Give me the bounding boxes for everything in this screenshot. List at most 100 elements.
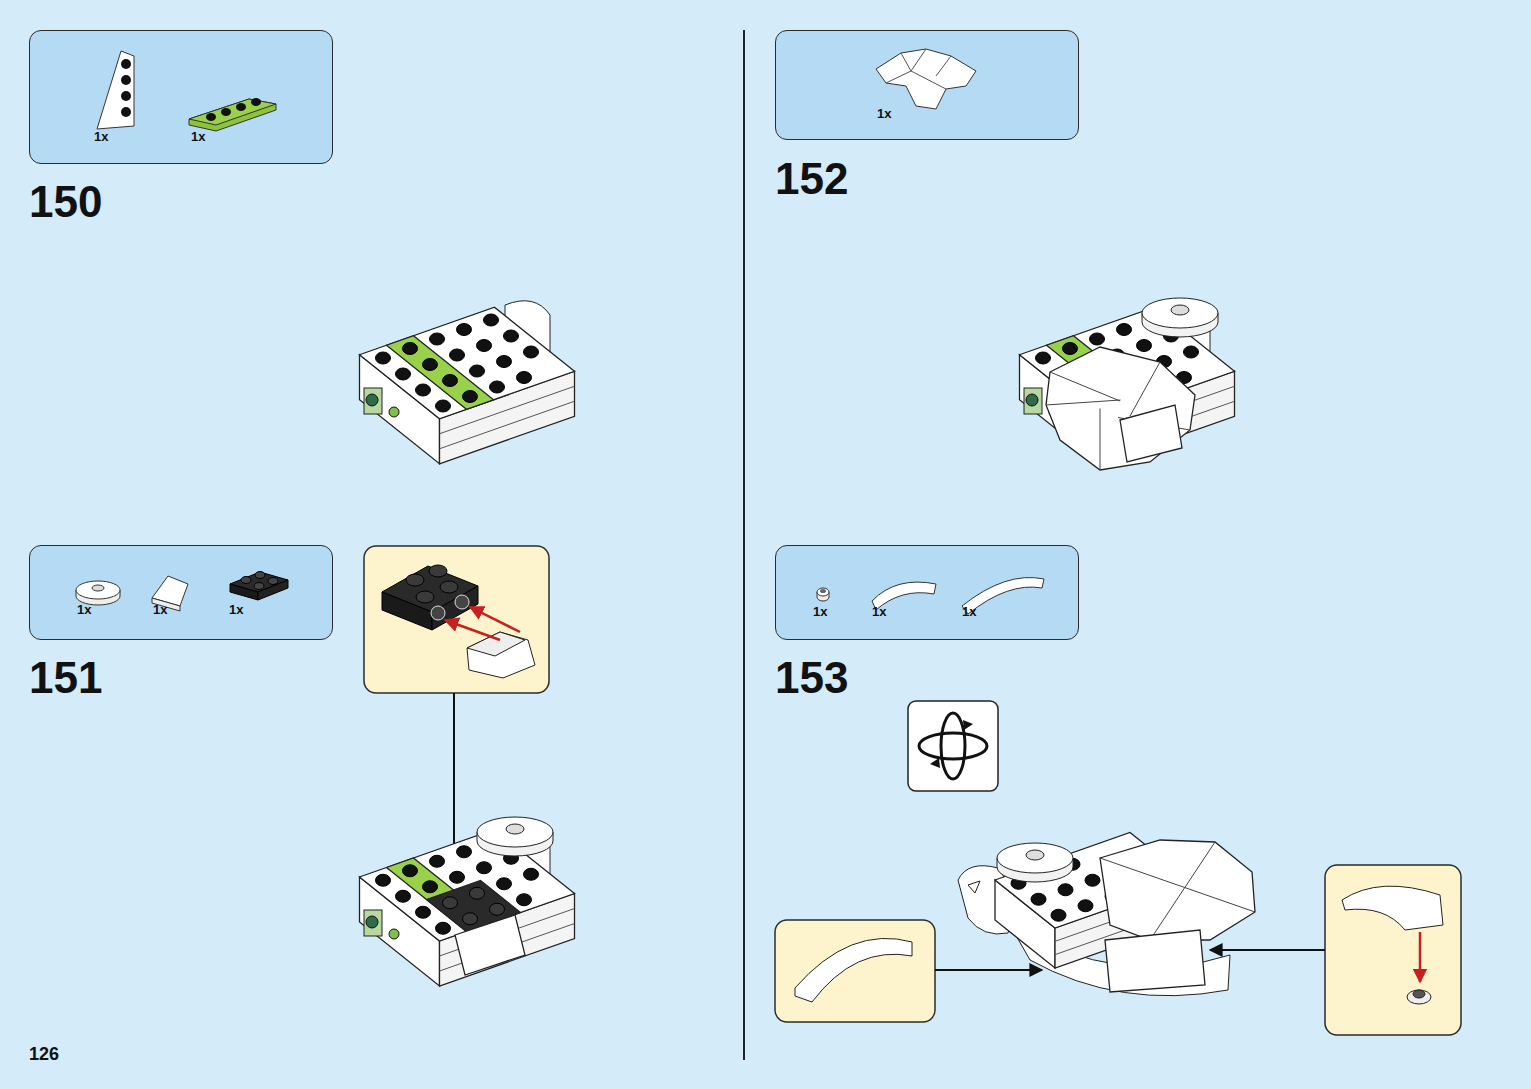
part-quantity: 1x	[962, 605, 976, 618]
stud	[416, 384, 431, 396]
parts-list-box: 1x 1x	[29, 30, 333, 164]
stud	[1036, 352, 1051, 364]
stud	[443, 375, 458, 387]
side-clip	[364, 388, 382, 414]
rock-facet	[1100, 858, 1178, 885]
drawing-part	[429, 565, 447, 577]
stud	[430, 333, 445, 345]
stud	[376, 352, 391, 364]
stud	[430, 855, 445, 867]
bracket-piece	[968, 881, 980, 893]
round-tile	[1171, 305, 1189, 315]
parts-list-box: 1x	[775, 30, 1079, 140]
drawing-part	[886, 49, 951, 89]
drawing-part	[455, 595, 469, 609]
drawing-part	[121, 59, 131, 69]
drawing-part	[189, 99, 276, 131]
part-icons	[776, 546, 1080, 641]
callout-box	[364, 546, 549, 693]
drawing-part	[467, 632, 535, 678]
drawing-part	[254, 583, 264, 590]
stud	[470, 365, 485, 377]
round-plate	[1413, 990, 1425, 998]
part-icons	[776, 31, 1080, 141]
stud	[396, 890, 411, 902]
stud	[416, 906, 431, 918]
drawing-part	[470, 607, 520, 632]
stud	[1058, 884, 1073, 896]
slope-brick	[1105, 930, 1205, 992]
part-quantity: 1x	[191, 130, 205, 143]
stud	[436, 922, 451, 934]
drawing-part	[251, 98, 261, 106]
leader-arrow	[1210, 949, 1325, 951]
stud	[490, 903, 505, 915]
stud	[450, 871, 465, 883]
stud	[1031, 893, 1046, 905]
rotate-icon	[930, 720, 973, 768]
parts-list-box: 1x1x1x	[29, 545, 333, 640]
drawing-part	[268, 578, 278, 585]
stud	[477, 340, 492, 352]
side-clip	[366, 394, 378, 406]
stud	[1090, 333, 1105, 345]
brick-top	[360, 830, 575, 942]
stud	[463, 913, 478, 925]
drawing-part	[221, 108, 231, 116]
rock-facet	[1130, 362, 1160, 416]
drawing-part	[406, 574, 424, 586]
rotate-icon	[919, 733, 987, 759]
brick-top	[360, 307, 575, 419]
drawing-part	[817, 588, 829, 596]
curved-slope	[1342, 886, 1443, 930]
part-quantity: 1x	[153, 603, 167, 616]
part-quantity: 1x	[872, 605, 886, 618]
side-clip	[389, 929, 399, 939]
step-number: 150	[29, 180, 102, 224]
stud	[443, 897, 458, 909]
drawing-part	[92, 585, 104, 591]
model-step	[360, 817, 575, 986]
stud	[517, 894, 532, 906]
stud	[497, 356, 512, 368]
stud	[423, 359, 438, 371]
drawing-part	[876, 49, 976, 109]
stud	[376, 874, 391, 886]
round-tile	[477, 817, 553, 847]
part-quantity: 1x	[94, 130, 108, 143]
model-step	[360, 301, 575, 464]
drawing-part	[467, 632, 525, 656]
drawing-part	[76, 581, 120, 599]
stud	[470, 887, 485, 899]
model-step	[1020, 298, 1235, 470]
drawing-part	[97, 51, 134, 129]
drawing-part	[236, 103, 246, 111]
step-number: 153	[775, 656, 848, 700]
side-clip	[364, 910, 382, 936]
stud	[463, 391, 478, 403]
stud	[517, 372, 532, 384]
round-plate	[1407, 990, 1431, 1004]
rock-facet	[1050, 372, 1120, 401]
rock-facet	[1046, 400, 1121, 405]
stud	[396, 368, 411, 380]
stud	[1051, 909, 1066, 921]
placement-arrow	[1419, 932, 1422, 982]
round-tile	[1142, 298, 1218, 328]
slope-brick	[455, 915, 525, 975]
slope-brick	[1120, 405, 1182, 462]
drawing-part	[820, 589, 826, 593]
part-icons	[30, 546, 334, 641]
drawing-part	[416, 591, 434, 603]
stud	[484, 314, 499, 326]
stud	[504, 330, 519, 342]
step-number: 152	[775, 157, 848, 201]
rock-piece	[1100, 840, 1255, 940]
drawing-part	[255, 572, 265, 579]
stud	[423, 881, 438, 893]
model-group	[360, 298, 1256, 996]
stud	[450, 349, 465, 361]
side-clip	[389, 407, 399, 417]
stud	[1117, 324, 1132, 336]
drawing-part	[241, 577, 251, 584]
